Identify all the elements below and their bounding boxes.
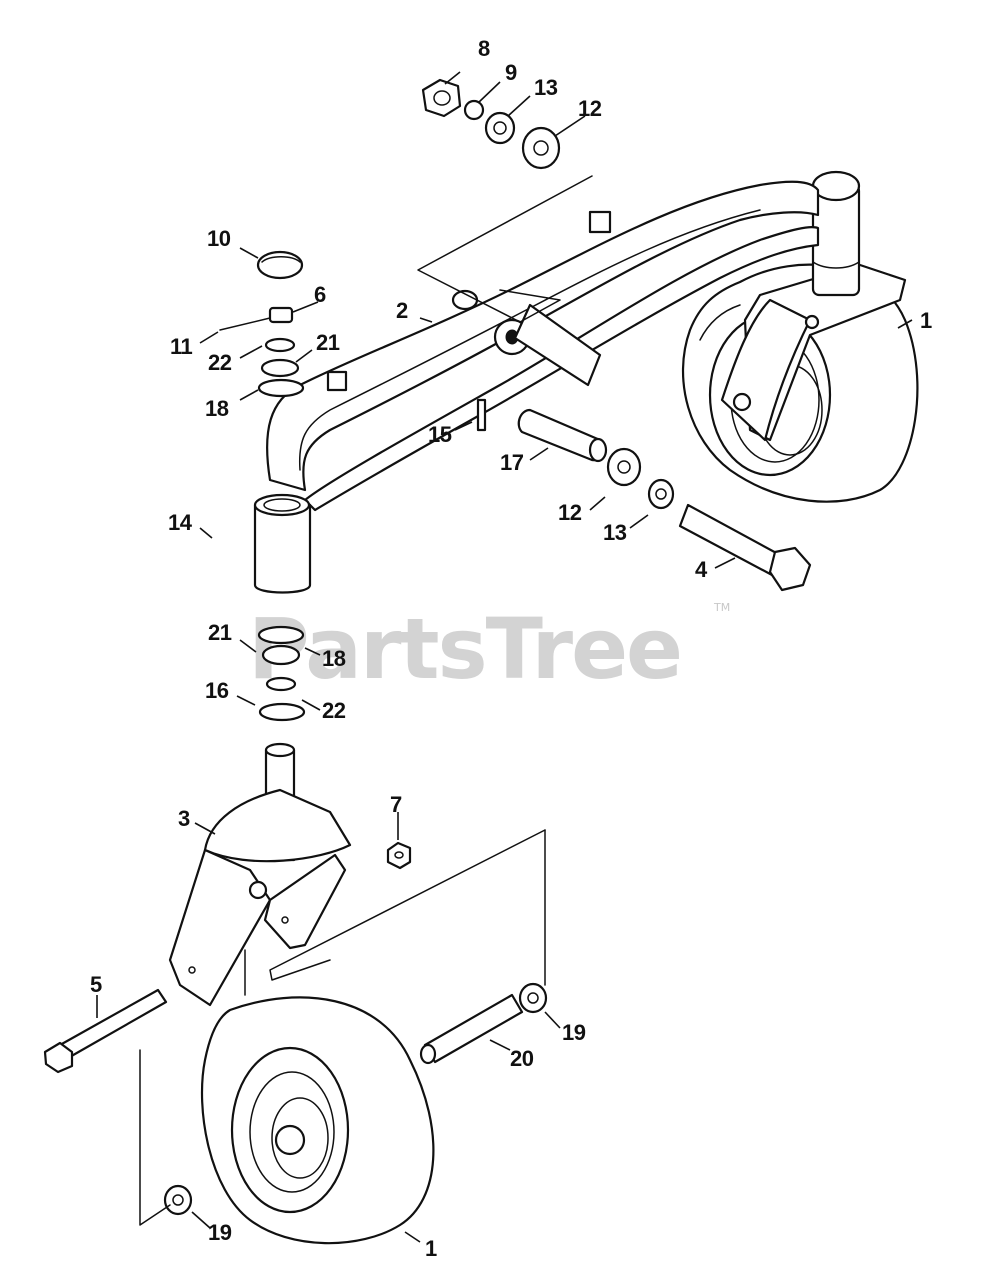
axle-beam[interactable] <box>266 180 820 512</box>
callout-5: 5 <box>90 972 102 997</box>
callout-12-mid: 12 <box>558 500 582 525</box>
callout-14: 14 <box>168 510 193 535</box>
callouts: 8 9 13 12 10 6 2 1 11 22 21 18 15 17 12 … <box>90 36 933 1261</box>
wheel-bolt[interactable] <box>43 988 168 1074</box>
alignment-lines <box>139 175 593 1226</box>
callout-13: 13 <box>534 75 558 100</box>
top-hardware[interactable] <box>421 78 561 170</box>
callout-16: 16 <box>205 678 229 703</box>
upper-bearing-stack[interactable] <box>219 250 305 398</box>
steering-pivot-tube[interactable] <box>253 493 312 594</box>
lower-bearing-stack[interactable] <box>257 625 306 722</box>
callout-21-bottom: 21 <box>208 620 232 645</box>
callout-18-bottom: 18 <box>322 646 346 671</box>
lock-nut[interactable] <box>386 841 412 870</box>
callout-6: 6 <box>314 282 326 307</box>
callout-22-top: 22 <box>208 350 232 375</box>
callout-15: 15 <box>428 422 452 447</box>
lower-caster-fork[interactable] <box>168 742 352 1007</box>
callout-8: 8 <box>478 36 490 61</box>
callout-4: 4 <box>695 557 708 582</box>
watermark-text: PartsTree <box>248 600 681 698</box>
leader-lines <box>96 71 913 1243</box>
callout-20: 20 <box>510 1046 534 1071</box>
callout-2: 2 <box>396 298 408 323</box>
callout-17: 17 <box>500 450 524 475</box>
callout-13-mid: 13 <box>603 520 627 545</box>
lower-caster-wheel[interactable] <box>200 996 435 1245</box>
wheel-spacer[interactable] <box>163 982 548 1216</box>
right-caster-fork[interactable] <box>720 170 907 442</box>
callout-3: 3 <box>178 806 190 831</box>
pivot-bolt-hardware[interactable] <box>476 303 812 592</box>
callout-11: 11 <box>170 334 193 359</box>
callout-22-bottom: 22 <box>322 698 346 723</box>
callout-7: 7 <box>390 792 402 817</box>
callout-1-top: 1 <box>920 308 932 333</box>
watermark-trademark: TM <box>713 601 730 614</box>
callout-19-left: 19 <box>208 1220 232 1245</box>
callout-18-top: 18 <box>205 396 229 421</box>
callout-9: 9 <box>505 60 517 85</box>
callout-10: 10 <box>207 226 231 251</box>
callout-21-top: 21 <box>316 330 340 355</box>
callout-1-bottom: 1 <box>425 1236 437 1261</box>
callout-19-right: 19 <box>562 1020 586 1045</box>
callout-12: 12 <box>578 96 602 121</box>
